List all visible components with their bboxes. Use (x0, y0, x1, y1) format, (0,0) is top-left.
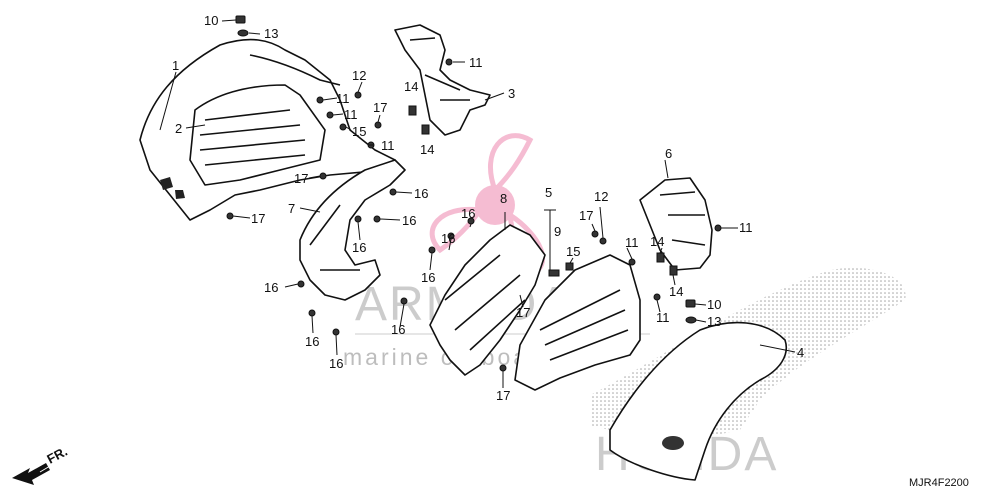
callout-6: 6 (665, 146, 672, 161)
screw-16-d (297, 280, 305, 288)
callout-16-a: 16 (414, 186, 428, 201)
callout-16-f: 16 (329, 356, 343, 371)
callouts: 1 2 10 13 3 11 12 11 11 15 11 17 14 14 1… (172, 13, 804, 403)
callout-16-e: 16 (305, 334, 319, 349)
callout-17-f: 17 (516, 305, 530, 320)
callout-11-g: 11 (656, 310, 670, 325)
part-7-inner-panel (299, 159, 406, 301)
callout-14-d: 14 (669, 284, 683, 299)
callout-16-j: 16 (461, 206, 475, 221)
callout-17-c: 17 (251, 211, 265, 226)
callout-1: 1 (172, 58, 179, 73)
callout-11-f: 11 (739, 220, 753, 235)
screw-17-e (499, 364, 507, 372)
part-8-center-panel (429, 224, 546, 376)
callout-10-right: 10 (707, 297, 721, 312)
callout-14-b: 14 (420, 142, 434, 157)
callout-11-a: 11 (469, 55, 483, 70)
screw-17-c (226, 212, 234, 220)
screw-16-f (332, 328, 340, 336)
screw-16-g (400, 297, 408, 305)
screw-17-d (591, 230, 599, 238)
callout-12-b: 12 (594, 189, 608, 204)
part-6-side-bracket (639, 177, 713, 271)
callout-11-e: 11 (625, 235, 639, 250)
clip-14-d (669, 265, 678, 276)
bolt-10-right (685, 299, 696, 308)
callout-16-g: 16 (391, 322, 405, 337)
front-label: FR. (44, 444, 70, 467)
screw-11-a (445, 58, 453, 66)
callout-5: 5 (545, 185, 552, 200)
callout-17-d: 17 (579, 208, 593, 223)
callout-17-b: 17 (294, 171, 308, 186)
part-3-upper-bracket (394, 24, 491, 136)
clip-17-f (548, 269, 560, 277)
screw-16-e (308, 309, 316, 317)
screw-11-b (316, 96, 324, 104)
front-direction-arrow: FR. (12, 444, 70, 485)
screw-17-a (374, 121, 382, 129)
callout-2: 2 (175, 121, 182, 136)
screw-17-b (319, 172, 327, 180)
bolt-10-top (235, 15, 246, 24)
callout-8: 8 (500, 191, 507, 206)
callout-14-c: 14 (650, 234, 664, 249)
screw-12-b (599, 237, 607, 245)
callout-11-d: 11 (381, 138, 395, 153)
callout-10-top: 10 (204, 13, 218, 28)
screw-11-d (339, 123, 347, 131)
screw-16-c (354, 215, 362, 223)
callout-16-c: 16 (352, 240, 366, 255)
washer-13-right (685, 316, 697, 324)
clip-14-c (656, 252, 665, 263)
screw-16-h (428, 246, 436, 254)
screw-16-b (373, 215, 381, 223)
clip-14-a (408, 105, 417, 116)
callout-16-d: 16 (264, 280, 278, 295)
callout-15-b: 15 (566, 244, 580, 259)
callout-13-right: 13 (707, 314, 721, 329)
callout-14-a: 14 (404, 79, 418, 94)
part-9-grille-frame (514, 254, 641, 391)
washer-13-top (237, 29, 249, 37)
diagram-code: MJR4F2200 (909, 477, 969, 489)
callout-13-top: 13 (264, 26, 278, 41)
callout-16-b: 16 (402, 213, 416, 228)
callout-9: 9 (554, 224, 561, 239)
part-1-upper-cowl (139, 38, 396, 221)
callout-17-e: 17 (496, 388, 510, 403)
callout-4: 4 (797, 345, 804, 360)
callout-11-c: 11 (344, 107, 358, 122)
screw-11-h (653, 293, 661, 301)
callout-16-h: 16 (421, 270, 435, 285)
part-4-side-cover (609, 321, 787, 481)
callout-3: 3 (508, 86, 515, 101)
fasteners (226, 15, 722, 372)
callout-11-b: 11 (336, 91, 350, 106)
clip-14-b (421, 124, 430, 135)
callout-16-i: 16 (441, 231, 455, 246)
callout-12-a: 12 (352, 68, 366, 83)
screw-16-a (389, 188, 397, 196)
screw-11-c (326, 111, 334, 119)
callout-17-a: 17 (373, 100, 387, 115)
callout-15-a: 15 (352, 124, 366, 139)
screw-11-g (714, 224, 722, 232)
screw-12-a (354, 91, 362, 99)
screw-11-f (628, 258, 636, 266)
leader-lines (159, 19, 796, 388)
clip-15-a (565, 262, 574, 271)
callout-7: 7 (288, 201, 295, 216)
